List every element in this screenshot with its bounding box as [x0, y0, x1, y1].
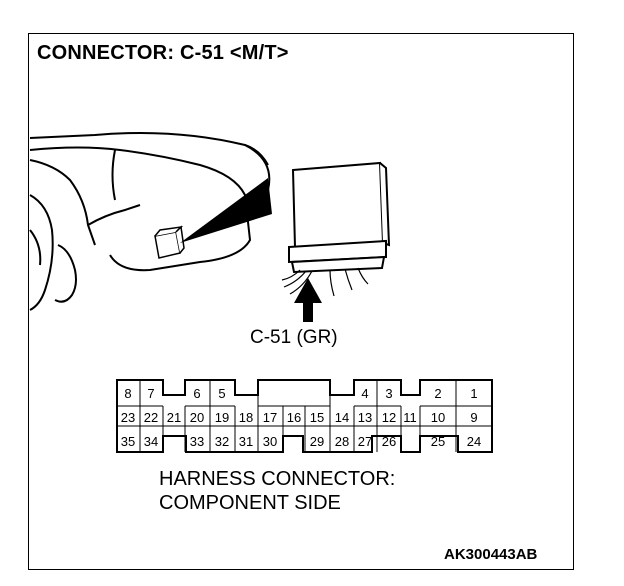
pin-label-30: 30 [263, 434, 277, 449]
pin-label-26: 26 [382, 434, 396, 449]
pin-label-5: 5 [218, 386, 225, 401]
pin-label-6: 6 [193, 386, 200, 401]
pin-label-2: 2 [434, 386, 441, 401]
pin-label-11: 11 [403, 410, 417, 425]
pin-label-22: 22 [144, 410, 158, 425]
pointer-wedge [180, 178, 272, 243]
pin-label-9: 9 [470, 410, 477, 425]
harness-connector-label: HARNESS CONNECTOR: COMPONENT SIDE [159, 467, 395, 515]
pin-label-34: 34 [144, 434, 158, 449]
pin-label-18: 18 [239, 410, 253, 425]
diagram-title: CONNECTOR: C-51 <M/T> [37, 42, 289, 64]
pin-label-16: 16 [287, 410, 301, 425]
pin-label-21: 21 [167, 410, 181, 425]
pin-label-28: 28 [335, 434, 349, 449]
pin-label-25: 25 [431, 434, 445, 449]
wire-harness-drawing [281, 267, 369, 297]
connector-label: C-51 (GR) [250, 327, 338, 348]
pin-label-10: 10 [431, 410, 445, 425]
pin-label-31: 31 [239, 434, 253, 449]
dashboard-drawing [29, 131, 271, 311]
pin-label-14: 14 [335, 410, 349, 425]
up-arrow-icon [294, 278, 322, 322]
diagram-frame [28, 33, 574, 570]
pin-label-13: 13 [358, 410, 372, 425]
pin-label-35: 35 [121, 434, 135, 449]
ecu-unit-drawing [288, 161, 391, 274]
pin-label-12: 12 [382, 410, 396, 425]
pin-label-29: 29 [310, 434, 324, 449]
pin-label-1: 1 [470, 386, 477, 401]
pin-label-7: 7 [147, 386, 154, 401]
figure-code: AK300443AB [444, 546, 538, 563]
connector-location-marker [154, 225, 185, 259]
pin-label-20: 20 [190, 410, 204, 425]
pin-label-15: 15 [310, 410, 324, 425]
pin-grid-lines [117, 380, 492, 452]
pin-label-4: 4 [361, 386, 368, 401]
pin-label-3: 3 [385, 386, 392, 401]
pin-label-17: 17 [263, 410, 277, 425]
pin-label-32: 32 [215, 434, 229, 449]
pin-label-27: 27 [358, 434, 372, 449]
harness-label-line1: HARNESS CONNECTOR: [159, 468, 396, 490]
pin-label-8: 8 [124, 386, 131, 401]
pin-label-23: 23 [121, 410, 135, 425]
pin-label-33: 33 [190, 434, 204, 449]
pin-label-24: 24 [467, 434, 481, 449]
pin-label-19: 19 [215, 410, 229, 425]
harness-label-line2: COMPONENT SIDE [159, 492, 341, 514]
